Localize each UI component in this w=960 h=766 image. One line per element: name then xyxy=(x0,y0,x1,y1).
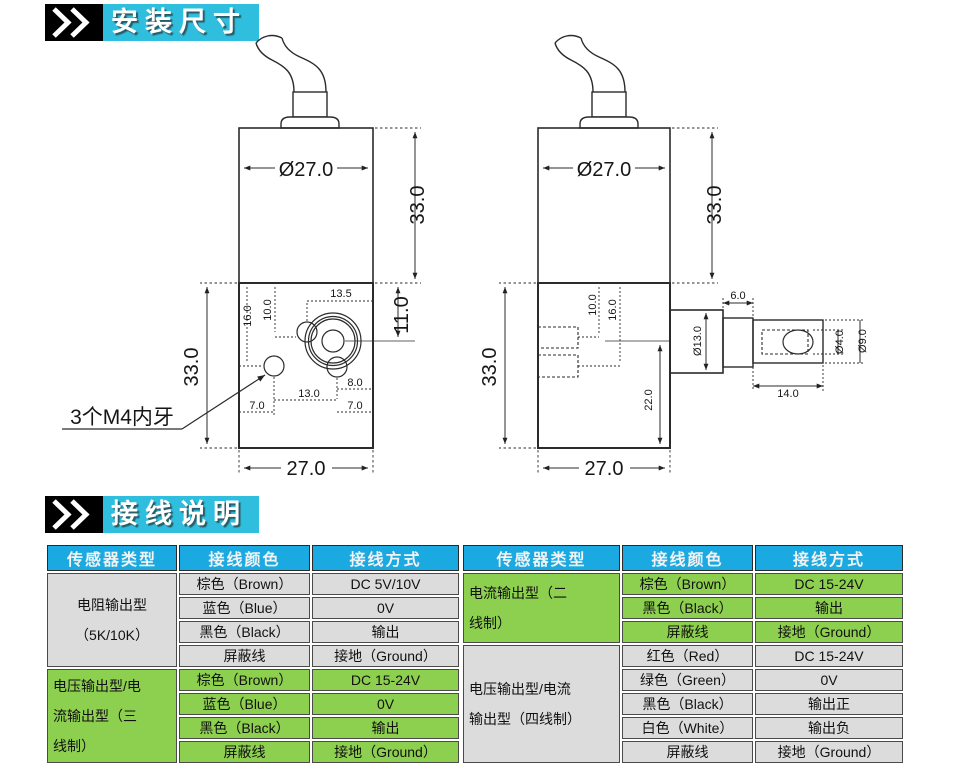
wire-method-cell: 0V xyxy=(312,597,459,619)
wire-color-cell: 蓝色（Blue） xyxy=(179,693,310,715)
table-row: 绿色（Green）0V xyxy=(463,669,903,691)
dim-label: 33.0 xyxy=(407,186,429,225)
table-row: 屏蔽线接地（Ground） xyxy=(47,741,459,763)
table-row: 蓝色（Blue）0V xyxy=(47,597,459,619)
wiring-tables: 传感器类型接线颜色接线方式电阻输出型 （5K/10K）棕色（Brown）DC 5… xyxy=(45,543,905,765)
m4-leader-label: 3个M4内牙 xyxy=(70,406,174,429)
table-row: 白色（White）输出负 xyxy=(463,717,903,739)
wire-method-cell: DC 15-24V xyxy=(755,645,903,667)
dim-label: 10.0 xyxy=(262,299,274,320)
table-row: 黑色（Black）输出 xyxy=(47,621,459,643)
wire-color-cell: 棕色（Brown） xyxy=(179,669,310,691)
wire-method-cell: 接地（Ground） xyxy=(755,621,903,643)
dim-label: 6.0 xyxy=(730,290,745,302)
table-row: 电压输出型/电流 输出型（四线制）红色（Red）DC 15-24V xyxy=(463,645,903,763)
wire-method-cell: 输出 xyxy=(312,621,459,643)
dim-label: Ø13.0 xyxy=(692,326,704,356)
wire-color-cell: 屏蔽线 xyxy=(179,645,310,667)
dim-label: Ø4.0 xyxy=(834,330,846,354)
wire-method-cell: DC 15-24V xyxy=(312,669,459,691)
dim-label: 11.0 xyxy=(391,296,413,333)
wire-color-cell: 绿色（Green） xyxy=(622,669,753,691)
column-header: 接线颜色 xyxy=(622,545,753,571)
wire-method-cell: 接地（Ground） xyxy=(755,741,903,763)
wire-color-cell: 屏蔽线 xyxy=(622,621,753,643)
wire-color-cell: 屏蔽线 xyxy=(622,741,753,763)
dim-label: 33.0 xyxy=(704,186,726,225)
table-row: 黑色（Black）输出正 xyxy=(463,693,903,715)
chevrons-icon xyxy=(45,496,103,533)
wire-method-cell: 输出 xyxy=(312,717,459,739)
wire-method-cell: 0V xyxy=(755,669,903,691)
dim-label: 33.0 xyxy=(479,348,501,387)
wire-color-cell: 白色（White） xyxy=(622,717,753,739)
section-title-wiring: 接线说明 xyxy=(103,496,259,533)
dim-label: 8.0 xyxy=(347,377,362,389)
wire-color-cell: 棕色（Brown） xyxy=(622,573,753,595)
wiring-table-right: 传感器类型接线颜色接线方式电流输出型（二 线制）棕色（Brown）DC 15-2… xyxy=(461,543,905,765)
wire-color-cell: 红色（Red） xyxy=(622,645,753,667)
dim-label: 16.0 xyxy=(242,305,254,326)
sensor-type-cell: 电压输出型/电 流输出型（三 线制） xyxy=(47,669,177,763)
dim-label: 14.0 xyxy=(777,388,798,400)
wire-color-cell: 棕色（Brown） xyxy=(179,573,310,595)
wire-method-cell: 接地（Ground） xyxy=(312,741,459,763)
chevrons-icon xyxy=(45,4,103,41)
wire-color-cell: 黑色（Black） xyxy=(179,621,310,643)
wire-method-cell: 输出 xyxy=(755,597,903,619)
sensor-type-cell: 电流输出型（二 线制） xyxy=(463,573,620,643)
wire-color-cell: 黑色（Black） xyxy=(622,693,753,715)
table-row: 蓝色（Blue）0V xyxy=(47,693,459,715)
dim-label: 22.0 xyxy=(643,389,655,410)
wire-color-cell: 屏蔽线 xyxy=(179,741,310,763)
table-row: 电流输出型（二 线制）棕色（Brown）DC 15-24V xyxy=(463,573,903,643)
sensor-type-cell: 电压输出型/电流 输出型（四线制） xyxy=(463,645,620,763)
column-header: 传感器类型 xyxy=(463,545,620,571)
dim-label: Ø27.0 xyxy=(577,159,631,181)
right-view xyxy=(499,34,865,478)
dim-label: Ø27.0 xyxy=(279,159,333,181)
dim-label: 27.0 xyxy=(585,458,624,480)
dim-label: 10.0 xyxy=(587,294,599,315)
wire-method-cell: 0V xyxy=(312,693,459,715)
dim-label: 16.0 xyxy=(607,299,619,320)
wire-method-cell: 接地（Ground） xyxy=(312,645,459,667)
table-row: 屏蔽线接地（Ground） xyxy=(47,645,459,667)
wire-method-cell: DC 5V/10V xyxy=(312,573,459,595)
table-row: 屏蔽线接地（Ground） xyxy=(463,621,903,643)
dim-label: 33.0 xyxy=(181,348,203,387)
installation-drawings: Ø27.0 27.0 33.0 11.0 33.0 16.0 10.0 13.5… xyxy=(62,34,869,480)
wire-method-cell: 输出正 xyxy=(755,693,903,715)
table-row: 电压输出型/电 流输出型（三 线制）棕色（Brown）DC 15-24V xyxy=(47,669,459,763)
table-row: 黑色（Black）输出 xyxy=(463,597,903,619)
table-row: 电阻输出型 （5K/10K）棕色（Brown）DC 5V/10V xyxy=(47,573,459,667)
section-header-wiring: 接线说明 xyxy=(45,496,259,533)
dim-label: 27.0 xyxy=(287,458,326,480)
dim-label: 7.0 xyxy=(249,400,264,412)
column-header: 接线方式 xyxy=(755,545,903,571)
left-view xyxy=(62,34,421,478)
dim-label: 13.5 xyxy=(330,288,351,300)
section-title-install: 安装尺寸 xyxy=(103,4,259,41)
wire-color-cell: 蓝色（Blue） xyxy=(179,597,310,619)
section-header-install: 安装尺寸 xyxy=(45,4,259,41)
column-header: 接线颜色 xyxy=(179,545,310,571)
sensor-type-cell: 电阻输出型 （5K/10K） xyxy=(47,573,177,667)
dim-label: 13.0 xyxy=(298,388,319,400)
column-header: 接线方式 xyxy=(312,545,459,571)
wiring-table-left: 传感器类型接线颜色接线方式电阻输出型 （5K/10K）棕色（Brown）DC 5… xyxy=(45,543,461,765)
dim-label: 7.0 xyxy=(347,400,362,412)
table-row: 屏蔽线接地（Ground） xyxy=(463,741,903,763)
column-header: 传感器类型 xyxy=(47,545,177,571)
dim-label: Ø9.0 xyxy=(857,329,869,353)
table-row: 黑色（Black）输出 xyxy=(47,717,459,739)
wire-method-cell: 输出负 xyxy=(755,717,903,739)
wire-method-cell: DC 15-24V xyxy=(755,573,903,595)
wire-color-cell: 黑色（Black） xyxy=(179,717,310,739)
wire-color-cell: 黑色（Black） xyxy=(622,597,753,619)
